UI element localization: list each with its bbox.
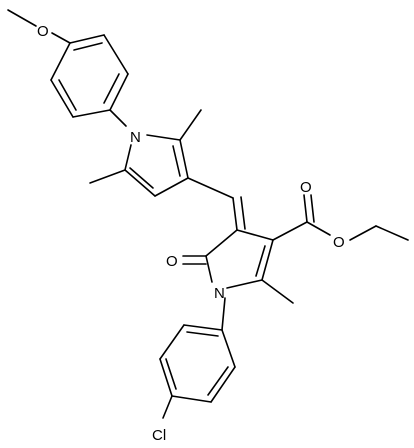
ring-bond bbox=[146, 134, 181, 141]
ring-bond bbox=[236, 229, 274, 241]
bond-n-lower-aryl bbox=[221, 297, 226, 331]
ring-inner-bond bbox=[207, 366, 229, 396]
bond-methyl-o bbox=[7, 9, 37, 27]
bond-c3-ester-c bbox=[272, 221, 308, 241]
ring-bond bbox=[50, 79, 74, 118]
atom-o-carbonyl-ester: O bbox=[300, 179, 312, 196]
bond-aryl-cl bbox=[162, 395, 173, 419]
ester-group bbox=[272, 194, 409, 241]
bond-o-aryl bbox=[51, 32, 71, 44]
atom-o-methoxy: O bbox=[37, 23, 49, 40]
ring-bond bbox=[69, 34, 105, 44]
bond-ester-c-o bbox=[303, 194, 308, 223]
atom-n-lower: N bbox=[214, 285, 225, 302]
ring-bond bbox=[154, 177, 189, 197]
atom-o-ester: O bbox=[333, 234, 345, 251]
ring-bond bbox=[210, 366, 236, 403]
ring-bond bbox=[205, 229, 238, 257]
ring-bond bbox=[171, 395, 212, 403]
ring-inner-bond bbox=[255, 245, 266, 277]
ring-bond bbox=[124, 144, 132, 171]
ring-bond bbox=[109, 73, 129, 111]
ring-bond bbox=[261, 239, 274, 281]
atom-n-upper: N bbox=[130, 129, 141, 146]
atom-cl: Cl bbox=[152, 427, 166, 444]
ring-inner-bond bbox=[103, 73, 120, 104]
methoxy-group bbox=[7, 9, 71, 44]
bond-ester-c-o-inner bbox=[310, 194, 315, 223]
ring-bond bbox=[103, 34, 129, 75]
upper-pyrrole-ring bbox=[124, 134, 189, 197]
ring-bond bbox=[124, 169, 156, 197]
ring-bond bbox=[72, 109, 111, 118]
bond-ch-c4-double-inner bbox=[240, 196, 246, 230]
ring-inner-bond bbox=[172, 145, 181, 177]
ring-bond bbox=[205, 255, 213, 283]
ring-inner-bond bbox=[73, 42, 103, 51]
ring-bond bbox=[183, 324, 223, 331]
ring-bond bbox=[159, 358, 173, 397]
bond-methyl-c5 bbox=[89, 169, 126, 184]
atom-o-lactam: O bbox=[166, 253, 178, 270]
ring-bond bbox=[226, 279, 263, 289]
ring-bond bbox=[159, 324, 185, 360]
chlorophenyl-ring bbox=[159, 324, 236, 403]
ring-bond bbox=[50, 42, 71, 81]
bond-ester-c-oalk bbox=[306, 221, 331, 236]
ring-inner-bond bbox=[165, 358, 177, 390]
pyrrolone-ring bbox=[205, 229, 274, 289]
ring-bond bbox=[221, 329, 236, 368]
bond-ch-c4-double bbox=[232, 197, 238, 231]
bond-c3-ch bbox=[187, 177, 234, 199]
bond-aryl-n-upper bbox=[109, 109, 127, 127]
bond-methyl-c5-lower bbox=[261, 279, 294, 304]
bond-o-ch2 bbox=[349, 225, 377, 241]
bond-ch2-ch3 bbox=[375, 225, 409, 241]
ring-bond bbox=[179, 139, 189, 179]
ring-inner-bond bbox=[186, 331, 219, 337]
bond-methyl-c2 bbox=[179, 109, 202, 141]
methoxyphenyl-ring bbox=[50, 34, 129, 118]
ring-inner-bond bbox=[129, 167, 154, 189]
ring-inner-bond bbox=[58, 79, 77, 111]
